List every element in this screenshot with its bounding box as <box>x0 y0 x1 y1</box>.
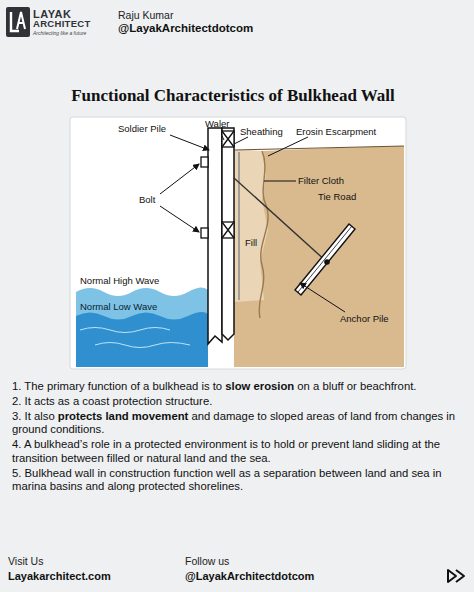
part-label: Anchor Pile <box>340 314 389 325</box>
soil <box>234 146 404 367</box>
sheathing <box>222 128 234 340</box>
ground-surface <box>234 146 404 150</box>
list-text: 2. It acts as a coast protection structu… <box>12 395 212 407</box>
part-label: Filter Cloth <box>298 176 344 187</box>
list-text: 1. The primary function of a bulkhead is… <box>12 380 222 392</box>
part-label: Fill <box>245 238 257 249</box>
bolt <box>201 157 208 238</box>
list-item: 3. It alsoprotects land movementand dama… <box>12 410 464 438</box>
list-text: on a bluff or beachfront. <box>297 380 416 392</box>
list-item: 2. It acts as a coast protection structu… <box>12 395 464 409</box>
water-low <box>76 312 208 367</box>
part-label: Sheathing <box>240 127 283 138</box>
filter-cloth <box>238 152 240 300</box>
part-label: Soldier Pile <box>118 124 166 135</box>
water-level-label: Normal Low Wave <box>80 302 157 313</box>
part-label: Waler <box>205 119 229 130</box>
emphasis-text: protects land movement <box>58 410 189 422</box>
footer-label: Follow us <box>185 555 229 567</box>
water-level-label: Normal High Wave <box>80 276 159 287</box>
waler <box>222 131 234 238</box>
fill-zone <box>234 150 268 302</box>
leader-lines <box>160 135 345 312</box>
footer-link: @LayakArchitectdotcom <box>185 570 314 583</box>
diagram-panel <box>70 117 406 369</box>
anchor-pile <box>295 224 355 295</box>
list-text: 4. A bulkhead’s role in a protected envi… <box>12 438 440 464</box>
escarpment-line <box>259 151 268 318</box>
next-icon <box>448 570 464 582</box>
part-label: Bolt <box>139 195 155 206</box>
footer-link: Layakarchitect.com <box>8 570 111 583</box>
emphasis-text: slow erosion <box>225 380 294 392</box>
logo-word: ARCHITECT <box>33 19 91 30</box>
list-text: 3. It also <box>12 410 55 422</box>
list-item: 4. A bulkhead’s role in a protected envi… <box>12 438 464 466</box>
list-item: 1. The primary function of a bulkhead is… <box>12 380 464 394</box>
anchor-joint <box>324 259 330 265</box>
wave-lines <box>80 328 190 348</box>
author-name: Raju Kumar <box>118 9 173 21</box>
part-label: Tie Road <box>318 192 356 203</box>
logo-icon <box>6 7 30 37</box>
footer-label: Visit Us <box>8 555 43 567</box>
page-title: Functional Characteristics of Bulkhead W… <box>0 86 470 106</box>
anchor-pile-inner <box>298 226 352 292</box>
part-label: Erosin Escarpment <box>296 127 376 138</box>
tie-rod <box>234 178 327 262</box>
list-text: 5. Bulkhead wall in construction functio… <box>12 467 442 493</box>
logo-tagline: Architecting like a future <box>33 31 86 37</box>
water-high <box>76 287 208 367</box>
author-handle: @LayakArchitectdotcom <box>118 22 253 35</box>
list-item: 5. Bulkhead wall in construction functio… <box>12 467 464 495</box>
soldier-pile <box>208 128 222 344</box>
